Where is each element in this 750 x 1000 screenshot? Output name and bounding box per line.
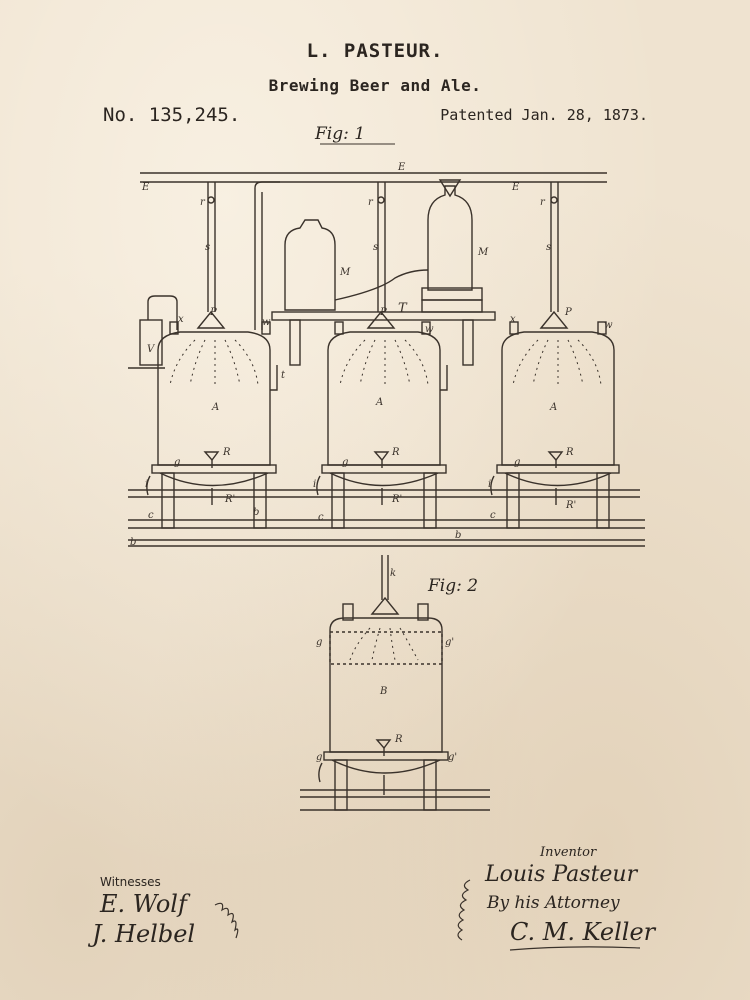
label-R-prime: R' [224, 494, 235, 505]
small-vessel [128, 295, 178, 369]
label-E: E [141, 182, 150, 193]
drawing-letter-labels: E E E r r r s s s M M T P P P x x w w w … [130, 162, 613, 763]
tanks [157, 310, 615, 468]
patent-subtitle: Brewing Beer and Ale. [268, 76, 482, 95]
label-g: g [316, 752, 322, 763]
label-E: E [511, 182, 520, 193]
label-r: r [200, 197, 206, 208]
label-R: R [222, 447, 231, 458]
label-r: r [368, 197, 374, 208]
label-s: s [205, 242, 210, 253]
label-x: x [510, 314, 516, 325]
patent-number: No. 135,245. [103, 104, 241, 126]
label-s: s [546, 242, 551, 253]
vertical-pipes [207, 181, 559, 330]
label-c: c [490, 510, 496, 521]
label-g: g [174, 457, 180, 468]
label-R: R [391, 447, 400, 458]
label-w: w [262, 317, 271, 328]
patent-title: L. PASTEUR. [306, 40, 444, 62]
attorney-line: By his Attorney [487, 893, 620, 913]
inventor-signature: Louis Pasteur [485, 862, 638, 887]
witness-signature-2: J. Helbel [92, 920, 196, 948]
label-w: w [425, 324, 434, 335]
patent-date: Patented Jan. 28, 1873. [440, 106, 648, 124]
label-T: T [398, 301, 408, 316]
shelf [271, 287, 496, 366]
supply-pipe [140, 172, 607, 183]
label-i: i [145, 479, 148, 490]
label-x: x [178, 314, 184, 325]
label-k: k [390, 568, 396, 579]
bottles [284, 179, 473, 311]
label-R: R [394, 734, 403, 745]
figure-1-label: Fig: 1 [315, 124, 366, 144]
label-R: R [565, 447, 574, 458]
label-P: P [379, 307, 387, 318]
label-R-prime: R' [391, 494, 402, 505]
label-b: b [253, 507, 259, 518]
label-i: i [488, 479, 491, 490]
label-r: r [540, 197, 546, 208]
figure-2-label: Fig: 2 [428, 576, 479, 596]
label-P: P [564, 307, 572, 318]
attorney-signature: C. M. Keller [510, 918, 656, 946]
label-g: g [316, 637, 322, 648]
label-B: B [379, 686, 387, 697]
floor-beams [128, 489, 645, 547]
label-c: c [318, 512, 324, 523]
label-w: w [604, 320, 613, 331]
label-P: P [209, 307, 217, 318]
label-b: b [455, 530, 461, 541]
label-A: A [375, 397, 383, 408]
label-M: M [477, 247, 489, 258]
label-g-prime: g' [448, 752, 457, 763]
label-g-prime: g' [445, 637, 454, 648]
label-R-prime: R' [565, 500, 576, 511]
inventor-label: Inventor [540, 845, 597, 860]
label-b: b [130, 537, 136, 548]
label-M: M [339, 267, 351, 278]
label-V: V [147, 344, 156, 355]
label-A: A [549, 402, 557, 413]
label-s: s [373, 242, 378, 253]
label-g: g [514, 457, 520, 468]
label-E: E [397, 162, 406, 173]
witness-signature-1: E. Wolf [100, 890, 187, 918]
label-g: g [342, 457, 348, 468]
label-i: i [313, 479, 316, 490]
signature-flourishes [214, 879, 641, 951]
label-c: c [148, 510, 154, 521]
witnesses-label: Witnesses [100, 875, 161, 889]
label-t: t [281, 370, 286, 381]
label-A: A [211, 402, 219, 413]
figure-2-drawing [300, 555, 490, 811]
